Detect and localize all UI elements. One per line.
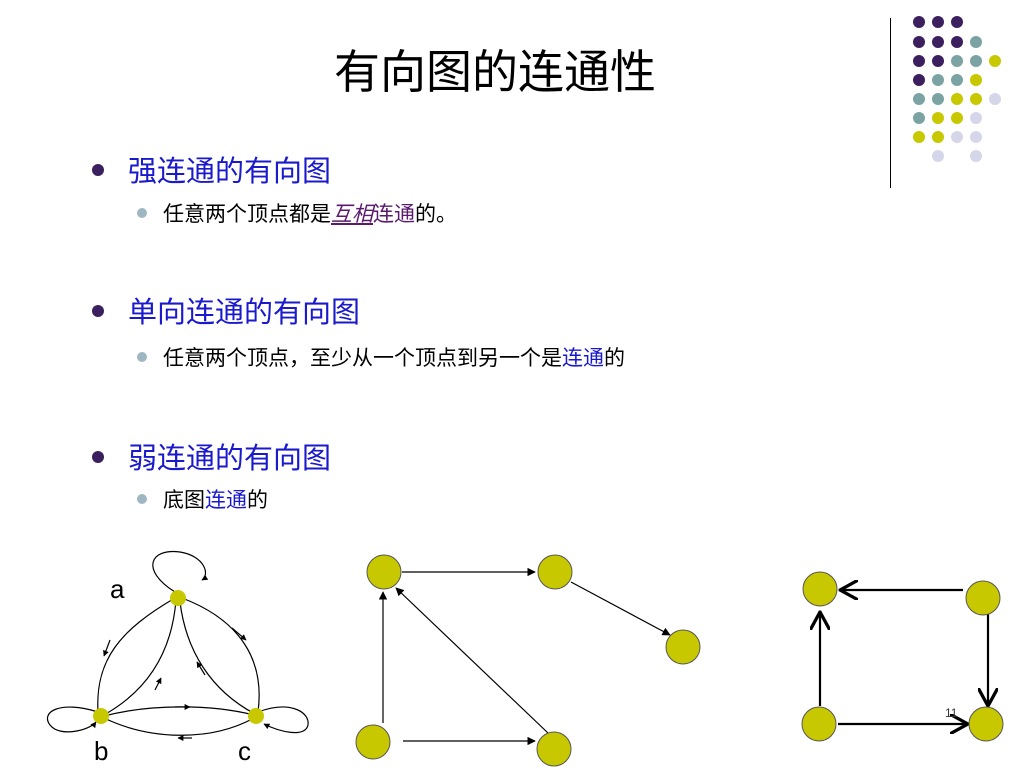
- bullet-weak: [92, 451, 104, 463]
- title-divider: [890, 18, 891, 188]
- sub-bullet-unilateral: [137, 352, 147, 362]
- bullet-strong: [92, 164, 104, 176]
- node-label-c: c: [238, 736, 251, 766]
- bullet-unilateral: [92, 305, 104, 317]
- term-connected: 连通: [562, 346, 604, 370]
- detail-unilaterally-connected: 任意两个顶点，至少从一个顶点到另一个是连通的: [163, 342, 625, 372]
- heading-unilaterally-connected: 单向连通的有向图: [128, 295, 361, 329]
- emph-mutual: 互相: [331, 202, 373, 226]
- node-label-b: b: [94, 736, 108, 766]
- detail-text-end: 的: [604, 346, 625, 370]
- page-number: 11: [945, 706, 958, 720]
- detail-text-end: 的。: [415, 202, 457, 226]
- decorative-dot-grid: [913, 16, 1001, 162]
- graph-1: a b c: [47, 550, 309, 766]
- node-label-a: a: [110, 574, 125, 604]
- detail-text: 任意两个顶点，至少从一个顶点到另一个是: [163, 346, 562, 370]
- sub-bullet-weak: [137, 494, 147, 504]
- heading-strongly-connected: 强连通的有向图: [128, 154, 332, 188]
- detail-text: 底图: [163, 488, 205, 512]
- term-connected: 连通: [373, 202, 415, 226]
- detail-strongly-connected: 任意两个顶点都是互相连通的。: [163, 198, 457, 228]
- slide-title: 有向图的连通性: [334, 45, 656, 99]
- heading-weakly-connected: 弱连通的有向图: [128, 441, 332, 475]
- sub-bullet-strong: [137, 208, 147, 218]
- example-graphs: a b c: [47, 550, 1004, 767]
- detail-weakly-connected: 底图连通的: [163, 484, 268, 514]
- detail-text: 任意两个顶点都是: [163, 202, 331, 226]
- graph-3: [801, 571, 1004, 742]
- term-connected: 连通: [205, 488, 247, 512]
- detail-text-end: 的: [247, 488, 268, 512]
- graph-2: [355, 554, 701, 767]
